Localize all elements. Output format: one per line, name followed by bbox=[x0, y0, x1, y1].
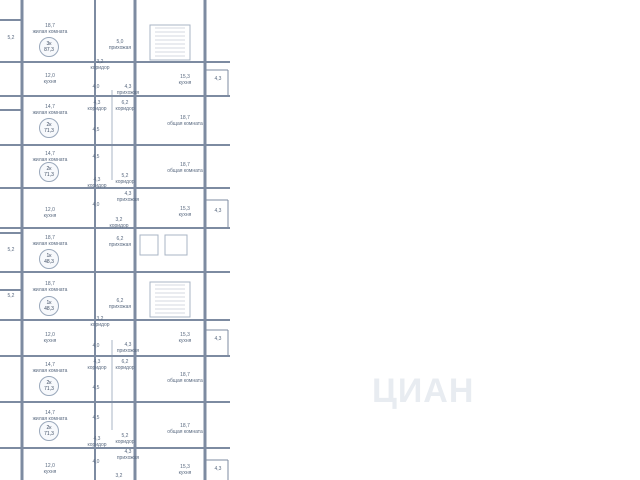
room-label: 5,2 bbox=[7, 293, 15, 299]
apartment-marker[interactable] bbox=[39, 296, 59, 316]
apartment-area: 48,3 bbox=[44, 259, 54, 265]
apartment-area: 48,3 bbox=[44, 306, 54, 312]
room-label: 3,2 bbox=[115, 473, 123, 479]
room-label: 4,0 bbox=[92, 343, 100, 349]
room-label: 4,0 bbox=[92, 459, 100, 465]
apartment-marker[interactable] bbox=[39, 421, 59, 441]
apartment-type: 2к bbox=[46, 122, 52, 128]
apartment-marker[interactable] bbox=[39, 37, 59, 57]
room-label: 4,3 bbox=[214, 336, 222, 342]
apartment-area: 71,3 bbox=[44, 128, 54, 134]
room-label: 4,0 bbox=[92, 202, 100, 208]
apartment-type: 3к bbox=[46, 41, 52, 47]
apartment-area: 71,3 bbox=[44, 172, 54, 178]
room-label: 5,2 bbox=[7, 35, 15, 41]
apartment-marker[interactable] bbox=[39, 376, 59, 396]
room-label: 4,3 bbox=[214, 208, 222, 214]
room-label: 4,0 bbox=[92, 84, 100, 90]
apartment-marker[interactable] bbox=[39, 118, 59, 138]
room-label: 4,3 bbox=[214, 466, 222, 472]
elevator-shaft bbox=[139, 234, 159, 256]
apartment-type: 2к bbox=[46, 166, 52, 172]
stair-well bbox=[149, 24, 191, 61]
room-label: 4,3 bbox=[214, 76, 222, 82]
apartment-marker[interactable] bbox=[39, 249, 59, 269]
apartment-area: 71,3 bbox=[44, 386, 54, 392]
elevator-shaft bbox=[164, 234, 188, 256]
apartment-type: 1к bbox=[46, 300, 52, 306]
room-label: 4,5 bbox=[92, 385, 100, 391]
stair-well bbox=[149, 281, 191, 318]
apartment-type: 1к bbox=[46, 253, 52, 259]
room-label: 4,5 bbox=[92, 127, 100, 133]
watermark-logo: ЦИАН bbox=[372, 372, 475, 410]
apartment-type: 2к bbox=[46, 425, 52, 431]
room-label: 5,2 bbox=[7, 247, 15, 253]
apartment-type: 2к bbox=[46, 380, 52, 386]
room-label: 4,5 bbox=[92, 154, 100, 160]
apartment-area: 87,3 bbox=[44, 47, 54, 53]
apartment-area: 71,3 bbox=[44, 431, 54, 437]
apartment-marker[interactable] bbox=[39, 162, 59, 182]
room-label: 4,5 bbox=[92, 415, 100, 421]
